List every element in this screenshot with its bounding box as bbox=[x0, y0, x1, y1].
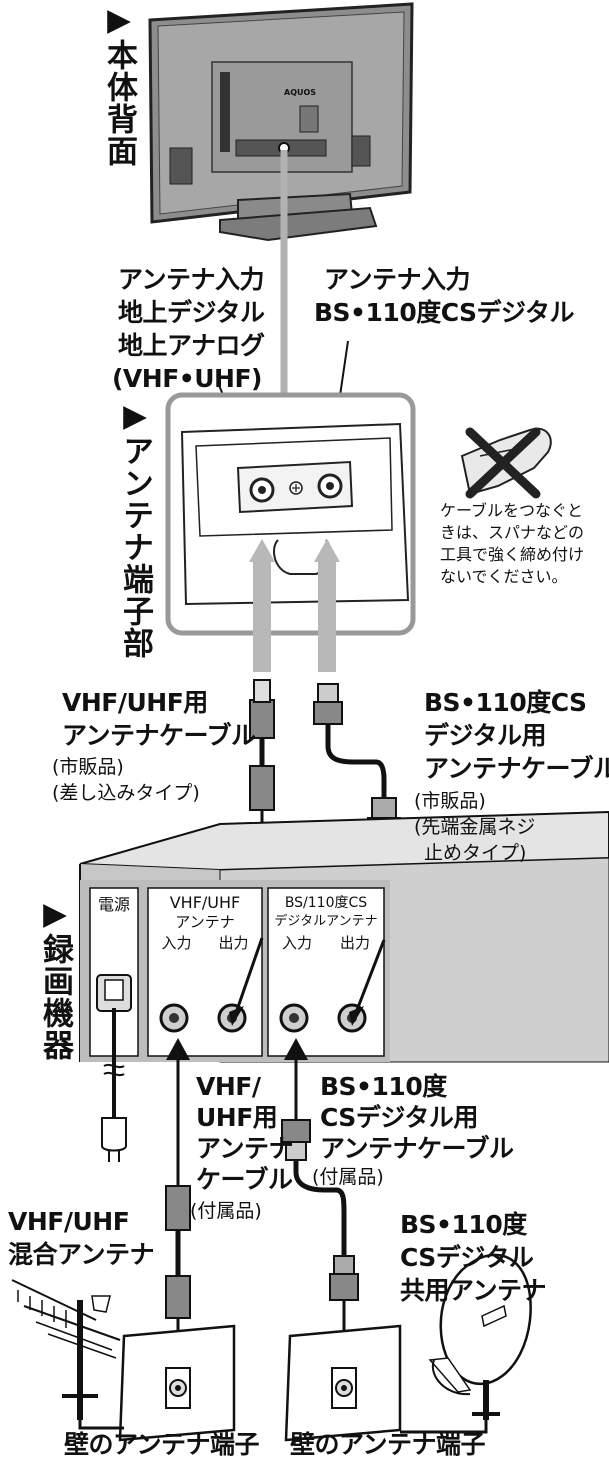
antenna-terminal-panel bbox=[165, 392, 416, 636]
insert-arrows bbox=[249, 539, 340, 672]
panel-bs-in: 入力 bbox=[281, 934, 312, 952]
bs-cs-dish-antenna bbox=[400, 1253, 532, 1434]
tv-brand-logo: AQUOS bbox=[284, 88, 317, 97]
tv-back-illustration bbox=[148, 2, 414, 242]
wall-plate-left bbox=[118, 1324, 236, 1442]
label-wall-right: 壁のアンテナ端子 bbox=[290, 1430, 486, 1459]
power-plug bbox=[101, 1008, 127, 1162]
bs-cable-bottom bbox=[281, 1038, 359, 1396]
title-tv-back: ▶本体背面 bbox=[101, 2, 137, 167]
title-antenna-terminal: ▶アンテナ端子部 bbox=[117, 398, 153, 659]
no-wrench-icon bbox=[460, 427, 552, 499]
panel-vhf-sub: アンテナ bbox=[175, 913, 235, 931]
panel-bs-out: 出力 bbox=[339, 934, 370, 952]
title-recorder: ▶録画機器 bbox=[37, 896, 73, 1061]
wall-plate-right bbox=[284, 1324, 402, 1442]
panel-bs-title: BS/110度CS bbox=[284, 895, 368, 911]
recorder-illustration bbox=[79, 810, 609, 1063]
vhf-cable-bottom bbox=[165, 1038, 191, 1396]
vhf-uhf-antenna bbox=[11, 1279, 124, 1430]
panel-vhf-title: VHF/UHF bbox=[169, 893, 241, 912]
panel-bs-sub: デジタルアンテナ bbox=[274, 914, 378, 929]
panel-vhf-out: 出力 bbox=[218, 934, 249, 952]
panel-vhf-in: 入力 bbox=[161, 934, 192, 952]
panel-power-label: 電源 bbox=[97, 895, 130, 914]
label-wall-left: 壁のアンテナ端子 bbox=[64, 1430, 260, 1459]
